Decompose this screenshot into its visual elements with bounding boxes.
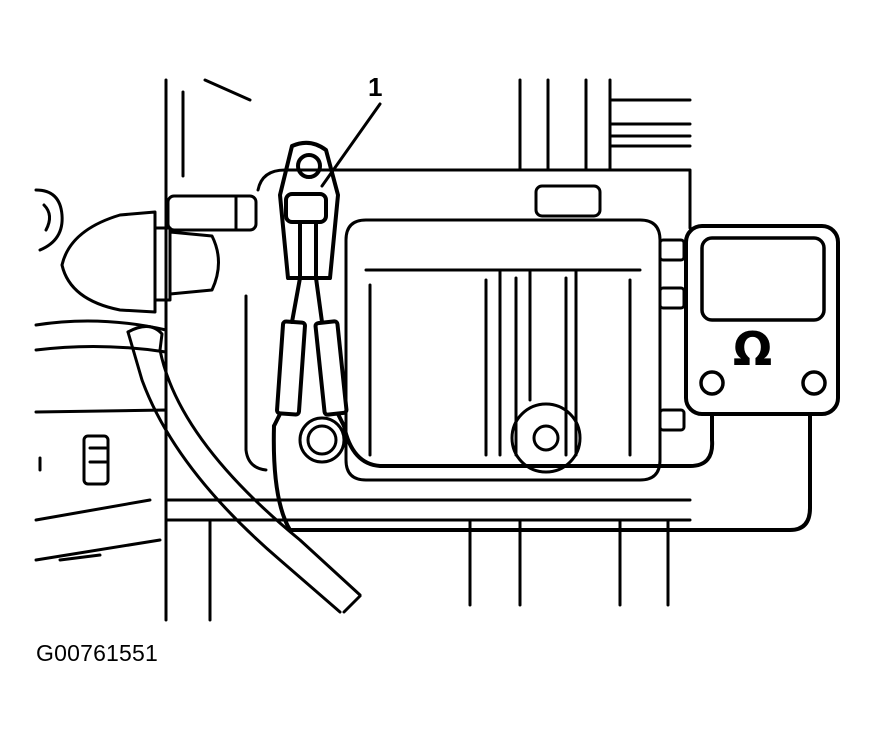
ohm-symbol: Ω	[733, 322, 773, 376]
bullet-connector-left	[60, 194, 258, 314]
callout-number: 1	[368, 72, 383, 102]
housing	[164, 78, 692, 607]
figure-id: G00761551	[36, 640, 159, 666]
ohmmeter	[684, 224, 840, 416]
oil-pan	[298, 218, 686, 482]
hose	[126, 325, 362, 614]
test-probe-right	[313, 276, 349, 428]
test-lead-red	[271, 412, 812, 532]
engine-frame	[34, 78, 252, 622]
test-lead-black	[342, 412, 715, 468]
callout-leader	[320, 102, 382, 188]
test-probe-left	[272, 276, 307, 428]
sensor-connector	[278, 140, 340, 280]
